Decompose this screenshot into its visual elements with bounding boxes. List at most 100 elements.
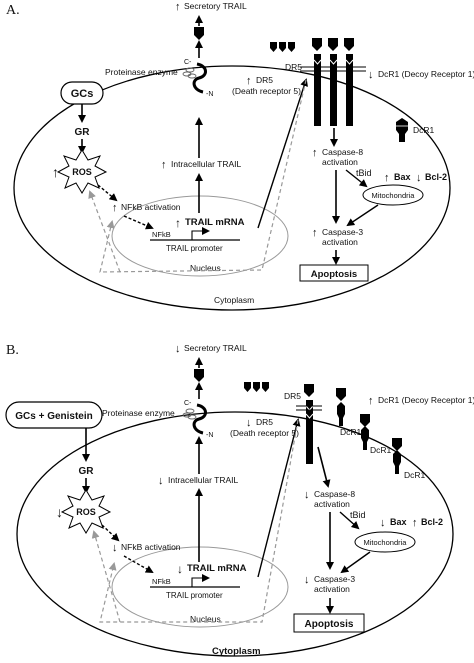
nfkb-change-arrow: ↓ [112,542,118,554]
c-terminus-label: C- [184,59,192,66]
caspase3-change-arrow: ↑ [312,227,318,239]
intracellular-trail-change-arrow: ↓ [158,475,164,487]
dr5-name-label: DR5 [256,417,273,427]
ros-burst [56,149,108,194]
mrna-to-dr5-arrow [257,418,301,578]
caspase8-to-mitochondria-arrow [339,511,360,530]
trail-trimer-icon [244,382,269,392]
dr5-receptor-icon [296,384,322,464]
nfkb-to-promoter-arrow [123,555,154,573]
dcr1-label-2: DcR1 [370,445,392,455]
cytoplasm-label: Cytoplasm [212,646,261,657]
ros-change-arrow: ↓ [56,504,63,520]
proteinase-label: Proteinase enzyme [102,408,175,418]
apoptosis-label: Apoptosis [311,269,357,280]
intracellular-trail-label: Intracellular TRAIL [171,159,242,169]
bax-change-arrow: ↑ [384,172,390,184]
secretory-trail-change-arrow: ↓ [175,343,181,355]
ros-to-nfkb-arrow [97,184,118,202]
transcription-start-arrow [191,227,210,240]
apoptosis-box [299,264,369,282]
membrane-trail-icon [192,62,207,94]
dcr1-change-arrow: ↑ [368,395,374,407]
dr5-full-label: (Death receptor 5) [232,86,301,96]
dcr1-label-3: DcR1 [404,470,426,480]
ros-change-arrow: ↑ [52,164,59,180]
panel-a: A. GCs GR ROS ↑ ↑ NFkB activation ↑ TRAI… [6,1,474,311]
bax-change-arrow: ↓ [380,517,386,529]
dcr1-label: DcR1 [413,125,435,135]
ros-feedback-dashed-arrow [91,530,121,623]
caspase8-to-mitochondria-arrow [345,169,368,188]
tbid-label: tBid [350,510,366,520]
panel-label: A. [6,3,20,18]
bcl2-change-arrow: ↑ [412,517,418,529]
nfkb-change-arrow: ↑ [112,202,118,214]
dr5-label: DR5 [284,391,301,401]
secretory-trail-icon [194,369,204,382]
intracellular-trail-change-arrow: ↑ [161,159,167,171]
bax-label: Bax [394,172,411,182]
secretory-trail-icon [194,27,204,40]
dr5-full-label: (Death receptor 5) [230,428,299,438]
mitochondria-to-caspase3-arrow [346,204,379,227]
dcr1-change-arrow: ↓ [368,69,374,81]
trail-mrna-label: TRAIL mRNA [185,217,245,228]
proteinase-label: Proteinase enzyme [105,67,178,77]
ros-label: ROS [76,507,96,517]
nucleus-label: Nucleus [190,263,221,273]
dr5-label: DR5 [285,62,302,72]
dcr1-label-1: DcR1 [340,427,362,437]
tbid-label: tBid [356,168,372,178]
nucleus-label: Nucleus [190,614,221,624]
trail-mrna-change-arrow: ↑ [175,216,181,230]
caspase8-label-line2: activation [314,499,350,509]
stimulus-box [5,401,103,429]
n-terminus-label: -N [206,432,213,439]
ros-to-nfkb-arrow [101,524,120,542]
dcr1-title-label: DcR1 (Decoy Receptor 1) [378,69,474,79]
nucleus [111,546,289,628]
caspase3-change-arrow: ↓ [304,574,310,586]
dr5-to-caspase8-arrow [317,446,331,488]
n-terminus-label: -N [206,91,213,98]
secretory-trail-label: Secretory TRAIL [184,343,247,353]
panel-b: B. GCs + Genistein GR ROS ↓ ↓ NFkB activ… [5,343,474,657]
ros-label: ROS [72,167,92,177]
mitochondria-shape [354,531,416,553]
dr5-feedback-dashed-arrow [99,79,307,273]
trail-trimer-icon [270,42,295,52]
nfkb-to-promoter-arrow [123,215,154,230]
mitochondria-to-caspase3-arrow [340,551,371,574]
trail-promoter-label: TRAIL promoter [166,591,223,600]
secretory-trail-label: Secretory TRAIL [184,1,247,11]
cytoplasm-label: Cytoplasm [214,295,254,305]
gr-label: GR [79,466,95,477]
caspase3-label-line2: activation [314,584,350,594]
nucleus [111,195,289,277]
mitochondria-label: Mitochondria [372,191,416,200]
dcr1-receptor-icon [394,118,410,142]
dr5-receptor-icon [300,38,366,126]
mitochondria-label: Mitochondria [364,538,408,547]
c-terminus-label: C- [184,400,192,407]
bcl2-label: Bcl-2 [421,517,443,527]
trail-mrna-label: TRAIL mRNA [187,563,247,574]
ros-feedback-dashed-arrow [88,190,121,273]
apoptosis-box [293,613,365,633]
bcl2-change-arrow: ↓ [416,172,422,184]
caspase8-label-line1: Caspase-8 [322,147,363,157]
trail-promoter-label: TRAIL promoter [166,244,223,253]
dcr1-receptor-icon [336,388,402,474]
mrna-to-dr5-arrow [257,78,308,229]
caspase8-label-line1: Caspase-8 [314,489,355,499]
proteinase-icon [182,67,197,79]
intracellular-trail-label: Intracellular TRAIL [168,475,239,485]
caspase8-change-arrow: ↑ [312,147,318,159]
caspase8-label-line2: activation [322,157,358,167]
proteinase-icon [182,408,197,420]
dr5-change-arrow: ↓ [246,417,252,429]
bcl2-label: Bcl-2 [425,172,447,182]
nfkb-site-label: NFkB [152,230,171,239]
